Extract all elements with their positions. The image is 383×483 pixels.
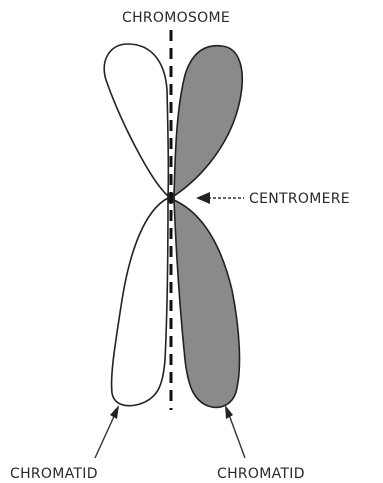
left-chromatid-upper-arm	[104, 44, 168, 196]
left-chromatid-arrowhead	[110, 405, 119, 419]
centromere-label: CENTROMERE	[249, 191, 350, 207]
right-chromatid-label: CHROMATID	[217, 466, 305, 482]
diagram-title: CHROMOSOME	[122, 10, 230, 26]
left-chromatid-arrow-line	[95, 412, 116, 458]
centromere-arrowhead	[196, 192, 210, 204]
right-chromatid-arrow-line	[228, 412, 245, 458]
left-chromatid-label: CHROMATID	[10, 466, 98, 482]
left-chromatid-lower-arm	[112, 198, 168, 406]
right-chromatid-lower-arm	[174, 200, 239, 407]
right-chromatid-upper-arm	[174, 46, 242, 196]
right-chromatid-arrowhead	[225, 405, 233, 419]
